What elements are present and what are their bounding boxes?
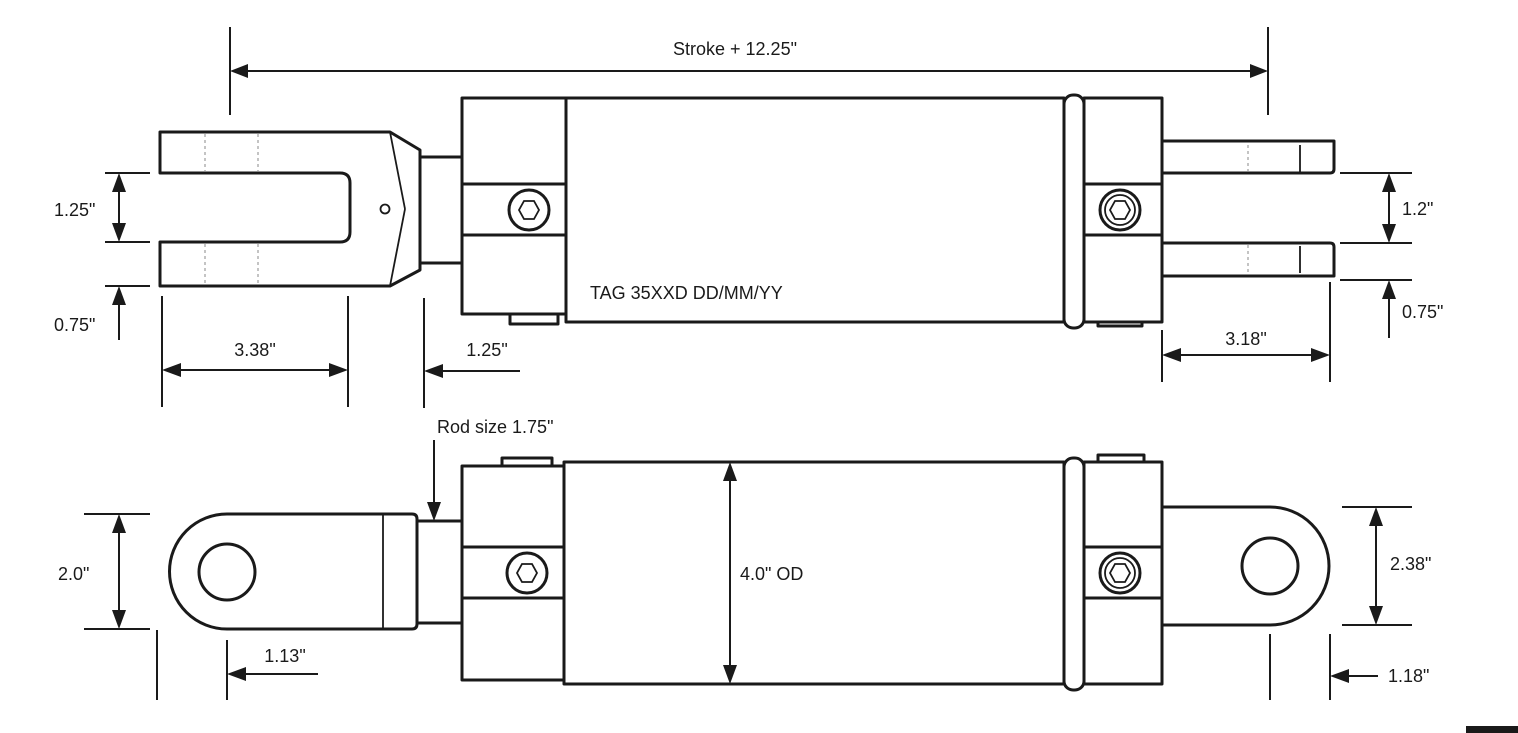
right-length-label: 3.18": [1225, 329, 1266, 349]
right-gap-dimension: 1.2": [1340, 172, 1433, 244]
right-prong-dimension: 0.75": [1340, 279, 1443, 338]
hex-bolt-icon: [505, 551, 549, 595]
right-end-cap: [1082, 96, 1164, 328]
top-tie-ring: [1062, 93, 1086, 330]
bottom-tie-ring: [1062, 456, 1086, 692]
left-length-dimension: 3.38": [161, 296, 349, 407]
hex-bolt-icon: [1098, 188, 1142, 232]
bottom-view: Rod size 1.75": [58, 417, 1431, 700]
right-eye-offset-label: 1.18": [1388, 666, 1429, 686]
stroke-dimension: Stroke + 12.25": [229, 27, 1269, 115]
bottom-rod: [415, 519, 464, 625]
left-eye-width-label: 2.0": [58, 564, 89, 584]
bottom-cylinder-body: [562, 460, 1066, 686]
left-prong-label: 0.75": [54, 315, 95, 335]
bottom-left-end-cap: [460, 456, 566, 682]
right-prong-label: 0.75": [1402, 302, 1443, 322]
eye-hole-icon: [1240, 536, 1300, 596]
right-length-dimension: 3.18": [1161, 282, 1331, 382]
top-cylinder-body: [564, 96, 1066, 324]
tag-label: TAG 35XXD DD/MM/YY: [590, 283, 783, 303]
stroke-dimension-label: Stroke + 12.25": [673, 39, 797, 59]
left-clevis: [158, 130, 422, 288]
rod-extension-label: 1.25": [466, 340, 507, 360]
clevis-pin-hole-icon: [379, 203, 391, 215]
od-label: 4.0" OD: [740, 564, 803, 584]
rod-size-label: Rod size 1.75": [437, 417, 553, 437]
left-gap-dimension: 1.25": [54, 172, 150, 243]
hex-bolt-icon: [507, 188, 551, 232]
right-gap-label: 1.2": [1402, 199, 1433, 219]
eye-hole-icon: [197, 542, 257, 602]
od-dimension: 4.0" OD: [723, 462, 803, 684]
rod-size-callout: Rod size 1.75": [427, 417, 553, 521]
right-clevis: [1160, 139, 1336, 278]
left-eye-width-dimension: 2.0": [58, 513, 150, 630]
right-eye-width-dimension: 2.38": [1342, 506, 1431, 626]
left-prong-dimension: 0.75": [54, 285, 150, 340]
right-eye-offset-dimension: 1.18": [1269, 634, 1429, 700]
hex-bolt-icon: [1098, 551, 1142, 595]
left-eye-offset-label: 1.13": [264, 646, 305, 666]
top-view: Stroke + 12.25" TAG 3: [54, 27, 1443, 408]
right-eye-width-label: 2.38": [1390, 554, 1431, 574]
left-eye-offset-dimension: 1.13": [156, 630, 318, 700]
left-eye-rod-end: [168, 512, 419, 631]
right-eye-rod-end: [1160, 505, 1331, 627]
left-end-cap: [460, 96, 568, 326]
top-rod: [418, 155, 466, 265]
rod-extension-dimension: 1.25": [423, 298, 520, 408]
left-gap-label: 1.25": [54, 200, 95, 220]
bottom-right-end-cap: [1082, 453, 1164, 686]
left-length-label: 3.38": [234, 340, 275, 360]
corner-mark: [1466, 726, 1518, 733]
